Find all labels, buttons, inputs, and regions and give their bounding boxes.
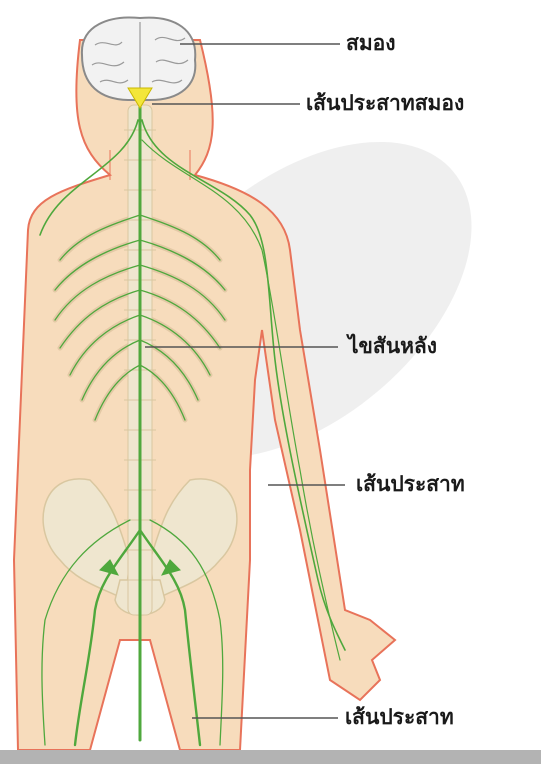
label-arm-nerve: เส้นประสาท (356, 474, 465, 495)
bottom-bar (0, 750, 541, 764)
label-cranial-nerves: เส้นประสาทสมอง (306, 93, 464, 114)
label-brain: สมอง (346, 33, 396, 54)
label-spinal-cord: ไขสันหลัง (348, 336, 437, 357)
label-leg-nerve: เส้นประสาท (345, 707, 454, 728)
